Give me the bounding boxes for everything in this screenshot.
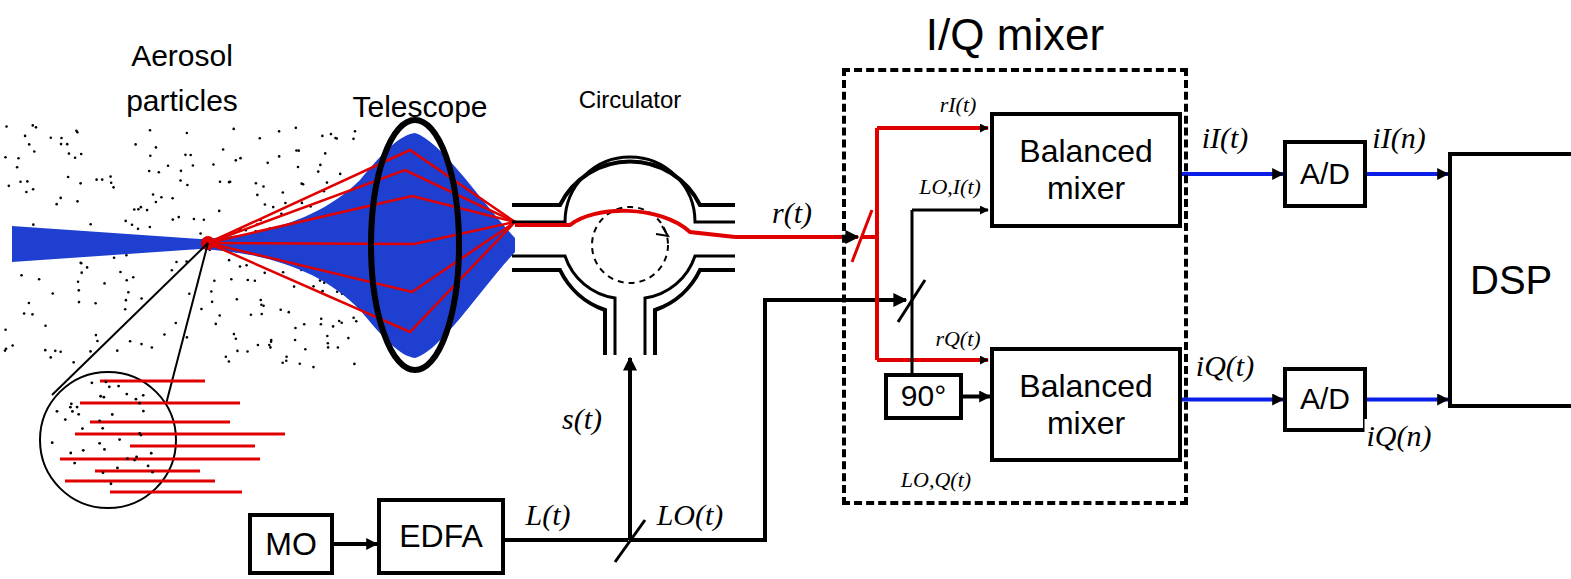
zoom-inset (40, 372, 176, 508)
phase-shifter: 90° (884, 373, 963, 420)
lo-split (911, 210, 914, 373)
signal-split (862, 128, 877, 360)
signal-i (877, 126, 988, 130)
signal-name: iI(t) (1200, 121, 1251, 155)
box-label: A/D (1294, 157, 1356, 192)
signal-name: iQ(t) (1194, 349, 1256, 383)
signal-connector (1182, 398, 1283, 402)
signal-connector (334, 542, 377, 546)
zoom-leader (165, 243, 208, 408)
box-label: EDFA (393, 518, 489, 555)
signal-q (877, 358, 988, 362)
laser-output (505, 538, 628, 542)
lo-i (912, 209, 988, 212)
laser-beam (12, 133, 515, 358)
received-line (735, 235, 858, 239)
iq-mixer-frame: I/Q mixerBalanced mixer90°Balanced mixer (842, 68, 1188, 505)
part-name: Telescope (352, 84, 487, 129)
balanced-mixer: Balanced mixer (990, 347, 1182, 462)
signal-connector (963, 395, 990, 399)
balanced-mixer: Balanced mixer (990, 112, 1182, 228)
box-label: Balanced mixer (994, 133, 1178, 207)
scattered-rays (208, 150, 515, 332)
signal-name: r(t) (772, 190, 812, 235)
region-label: Aerosol particles (107, 33, 257, 123)
signal-name: rI(t) (940, 88, 977, 121)
signal-name: LO,I(t) (919, 170, 981, 203)
signal-name: iI(n) (1370, 121, 1427, 155)
signal-connector (1367, 398, 1448, 402)
group-title: I/Q mixer (846, 10, 1184, 61)
box-label: 90° (895, 379, 952, 414)
inset-dots (51, 381, 154, 486)
signal-name: LO(t) (657, 492, 724, 537)
dsp-box: DSP (1448, 152, 1571, 408)
zoom-leader (52, 243, 208, 395)
signal-connector (1182, 172, 1283, 176)
circulator (512, 157, 735, 355)
ad-converter: A/D (1283, 140, 1367, 208)
beam-splitter (615, 520, 645, 562)
signal-name: rQ(t) (935, 322, 980, 355)
telescope-lens (371, 120, 459, 370)
transmit-line (628, 358, 632, 540)
signal-connector (1367, 172, 1448, 176)
box-label: A/D (1294, 382, 1356, 417)
return-path (515, 211, 735, 237)
box-label: Balanced mixer (994, 368, 1178, 442)
ad-converter: A/D (1283, 367, 1367, 432)
signal-name: LO,Q(t) (899, 467, 973, 493)
box-label: DSP (1464, 257, 1558, 303)
amplifier-box: EDFA (377, 498, 505, 575)
part-name: Circulator (579, 82, 682, 118)
box-label: MO (259, 526, 323, 563)
signal-name: s(t) (562, 396, 602, 441)
signal-name: iQ(n) (1365, 419, 1434, 453)
inset-rays (60, 381, 285, 492)
oscillator-box: MO (248, 513, 334, 575)
signal-name: L(t) (526, 492, 571, 537)
